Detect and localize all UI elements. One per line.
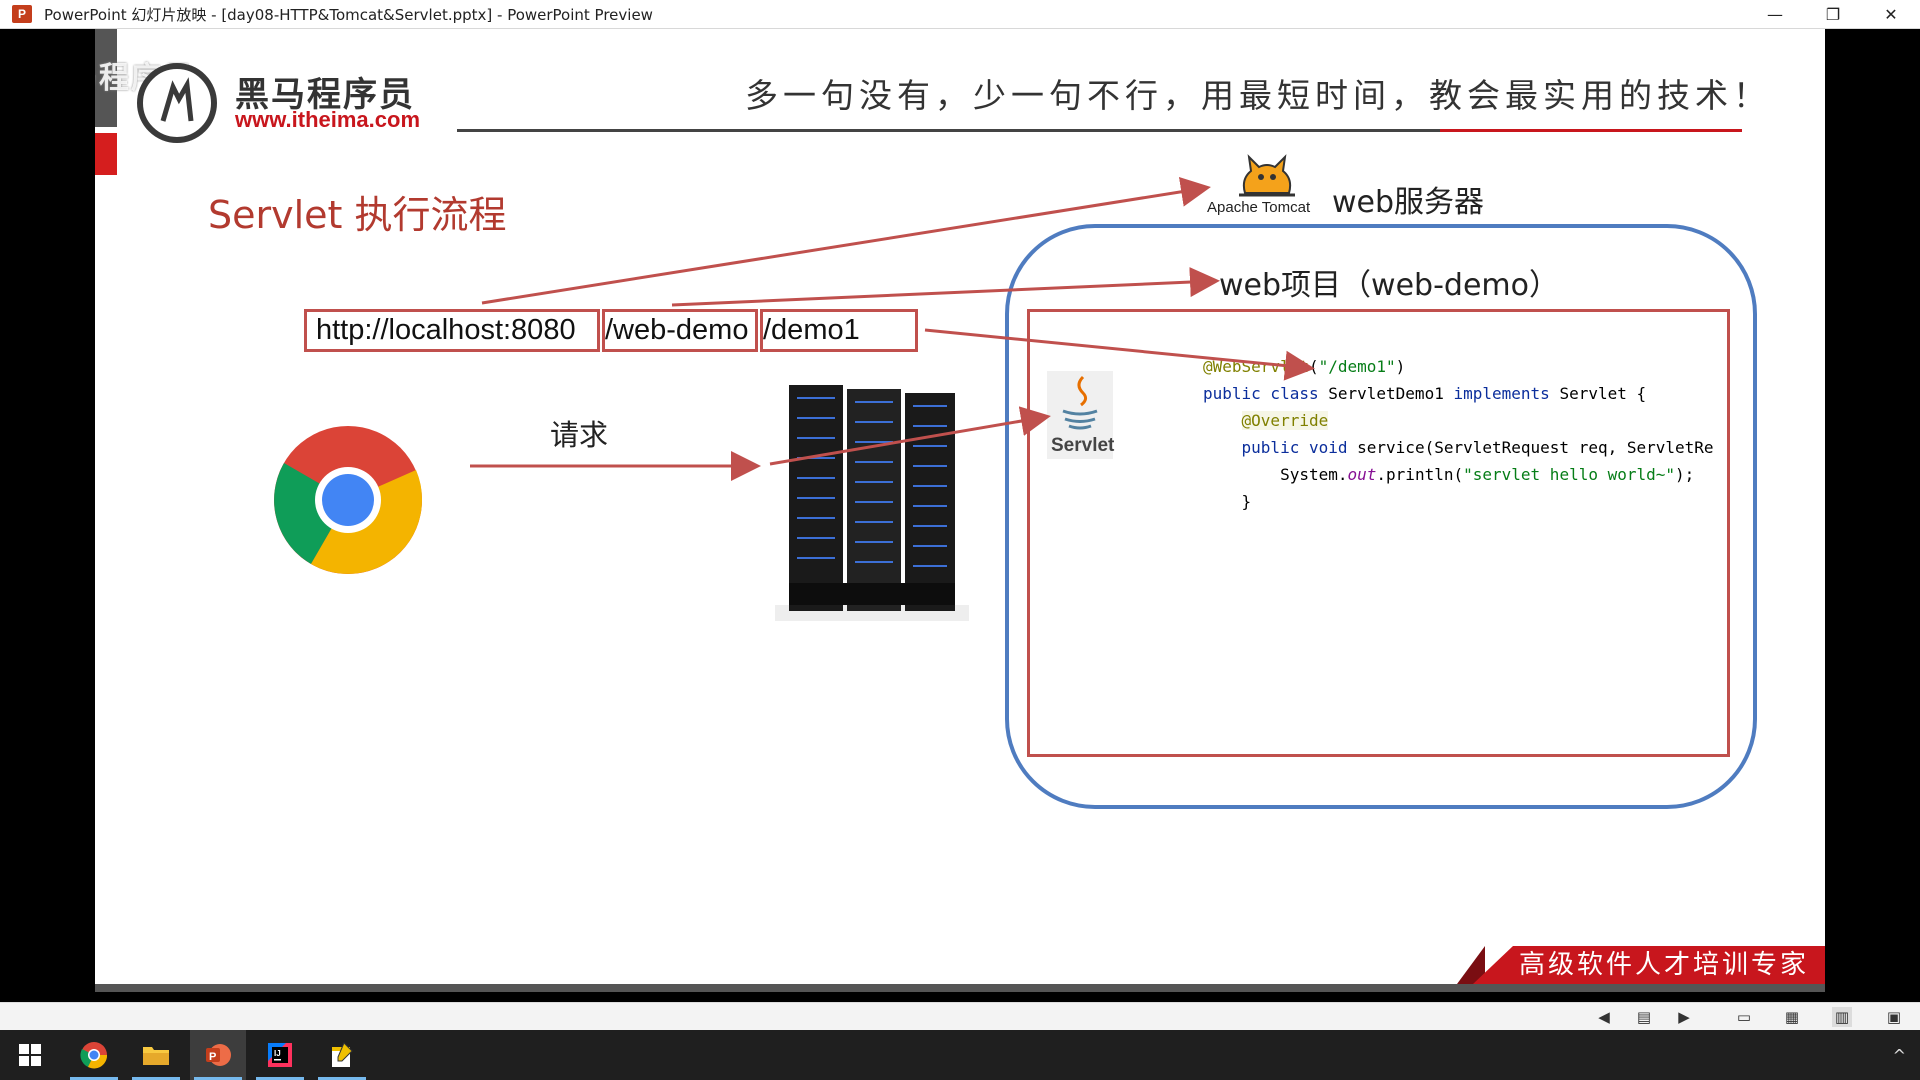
header-gray-bar [95, 29, 117, 127]
web-server-label: web服务器 [1332, 185, 1485, 220]
slide-title: Servlet 执行流程 [208, 193, 507, 237]
chrome-browser-icon [274, 426, 423, 574]
java-cup-icon [1062, 375, 1098, 430]
web-project-label: web项目（web-demo） [1219, 268, 1559, 303]
notepad-tool-icon [332, 1042, 353, 1067]
taskbar-file-explorer[interactable] [128, 1030, 184, 1080]
flow-arrows [470, 176, 1315, 481]
windows-taskbar: P IJ ^ [0, 1030, 1920, 1080]
slide-sorter-button[interactable]: ▦ [1784, 1008, 1800, 1026]
code-line-4: public void service(ServletRequest req, … [1241, 438, 1714, 457]
web-project-box [1027, 309, 1730, 757]
windows-logo-icon [19, 1044, 41, 1066]
tomcat-caption: Apache Tomcat [1207, 199, 1311, 216]
svg-text:IJ: IJ [274, 1049, 281, 1058]
intellij-icon: IJ [268, 1043, 292, 1067]
java-servlet-logo: Servlet [1047, 371, 1115, 459]
tomcat-cat-icon [1239, 154, 1295, 197]
url-part-project: /web-demo [602, 309, 758, 352]
servlet-logo-text: Servlet [1051, 435, 1115, 456]
slideshow-status-bar: ◀ ▤ ▶ ▭ ▦ ▥ ▣ [0, 1002, 1920, 1031]
slide-banner: 高级软件人才培训专家 [1473, 946, 1825, 984]
slide-bottom-bar [95, 984, 1825, 992]
taskbar-notepad-tool[interactable] [314, 1030, 370, 1080]
powerpoint-icon: P [206, 1044, 231, 1066]
tray-overflow-button[interactable]: ^ [1892, 1046, 1906, 1065]
start-button[interactable] [2, 1030, 58, 1080]
restore-button[interactable]: ❐ [1825, 4, 1841, 24]
servlet-code-block: @WebServlet("/demo1")public class Servle… [1203, 353, 1723, 515]
arrow-server-to-servlet [769, 406, 1051, 466]
code-line-6: } [1241, 492, 1252, 511]
taskbar-intellij-idea[interactable]: IJ [252, 1030, 308, 1080]
next-slide-button[interactable]: ▶ [1678, 1008, 1690, 1026]
arrow-host-to-server [481, 176, 1211, 305]
header-divider [457, 129, 1742, 132]
itheima-logo-icon [137, 63, 217, 143]
reading-view-button[interactable]: ▥ [1832, 1007, 1852, 1027]
logo-text: 黑马程序员 [235, 75, 415, 115]
minimize-button[interactable]: — [1767, 4, 1783, 24]
folder-icon [143, 1047, 169, 1065]
close-button[interactable]: ✕ [1884, 4, 1898, 24]
powerpoint-app-icon: P [12, 5, 32, 23]
taskbar-powerpoint[interactable]: P [190, 1030, 246, 1080]
logo-url: www.itheima.com [235, 107, 421, 132]
window-title: PowerPoint 幻灯片放映 - [day08-HTTP&Tomcat&Se… [44, 5, 653, 24]
slideshow-view-button[interactable]: ▣ [1886, 1008, 1902, 1026]
request-label: 请求 [550, 418, 609, 452]
notes-button[interactable]: ▤ [1636, 1008, 1652, 1026]
taskbar-chrome[interactable] [66, 1030, 122, 1080]
server-rack-icon [775, 385, 969, 621]
arrow-project-to-webapp [671, 267, 1220, 307]
header-red-bar [95, 133, 117, 175]
web-server-container [1005, 224, 1757, 809]
url-part-host: http://localhost:8080 [304, 309, 600, 352]
arrow-resource-to-annotation [924, 328, 1315, 381]
previous-slide-button[interactable]: ◀ [1598, 1008, 1610, 1026]
normal-view-button[interactable]: ▭ [1736, 1008, 1752, 1026]
slide-slogan: 多一句没有，少一句不行，用最短时间，教会最实用的技术！ [745, 76, 1771, 115]
url-part-resource: /demo1 [760, 309, 918, 352]
window-title-bar: P PowerPoint 幻灯片放映 - [day08-HTTP&Tomcat&… [0, 0, 1920, 29]
svg-text:P: P [209, 1051, 216, 1063]
slide-canvas[interactable]: 黑马程序员 黑马程序员 www.itheima.com 多一句没有，少一句不行，… [95, 29, 1825, 992]
chrome-icon [80, 1042, 108, 1069]
code-line-5: System.out.println("servlet hello world~… [1280, 465, 1695, 484]
header-divider-accent [1440, 129, 1742, 132]
code-line-2: public class ServletDemo1 implements Ser… [1203, 384, 1647, 403]
code-line-3: @Override [1241, 411, 1329, 430]
